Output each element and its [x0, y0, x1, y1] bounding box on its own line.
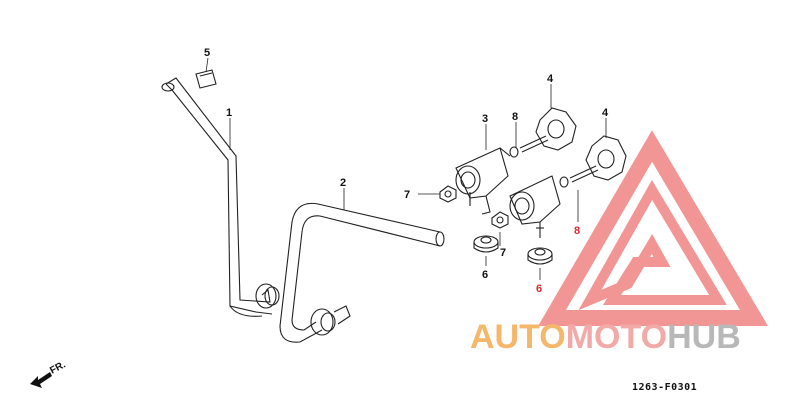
callout-nut-right: 6 — [536, 283, 542, 295]
callout-handlebar-lower: 1 — [226, 107, 232, 119]
handlebar-upper — [279, 202, 445, 343]
knob-right — [569, 135, 627, 183]
nut-left — [473, 235, 499, 253]
handlebar-lower — [161, 77, 280, 317]
handlebar-holder-left — [455, 147, 511, 215]
callout-washer-left: 7 — [404, 189, 410, 201]
grip-cap — [195, 69, 217, 89]
leader-lines — [205, 57, 607, 280]
bolt-left — [509, 146, 519, 158]
callout-washer-right: 7 — [500, 247, 506, 259]
watermark-part-auto: AUTO — [470, 318, 566, 356]
callout-knob-left: 4 — [547, 73, 554, 85]
callout-nut-left: 6 — [482, 269, 488, 281]
front-arrow-icon — [30, 372, 52, 388]
figure-code: 1263-F0301 — [632, 382, 697, 393]
washer-left — [439, 185, 457, 203]
callout-knob-right: 4 — [602, 107, 609, 119]
bolt-right — [559, 176, 569, 188]
callout-bolt-right: 8 — [574, 225, 580, 237]
knob-left — [519, 107, 577, 153]
watermark-part-moto: MOTO — [566, 318, 667, 356]
callout-holder: 3 — [482, 113, 488, 125]
watermark-part-hub: HUB — [667, 318, 741, 356]
watermark-text: AUTOMOTOHUB — [470, 318, 741, 356]
callout-grip-cap: 5 — [204, 47, 210, 59]
front-label: FR. — [48, 359, 68, 376]
callout-handlebar-upper: 2 — [340, 177, 346, 189]
nut-right — [527, 247, 553, 265]
watermark-logo — [538, 130, 769, 326]
callout-bolt-left: 8 — [512, 111, 518, 123]
washer-right — [491, 211, 509, 229]
handlebar-holder-right — [509, 175, 561, 238]
